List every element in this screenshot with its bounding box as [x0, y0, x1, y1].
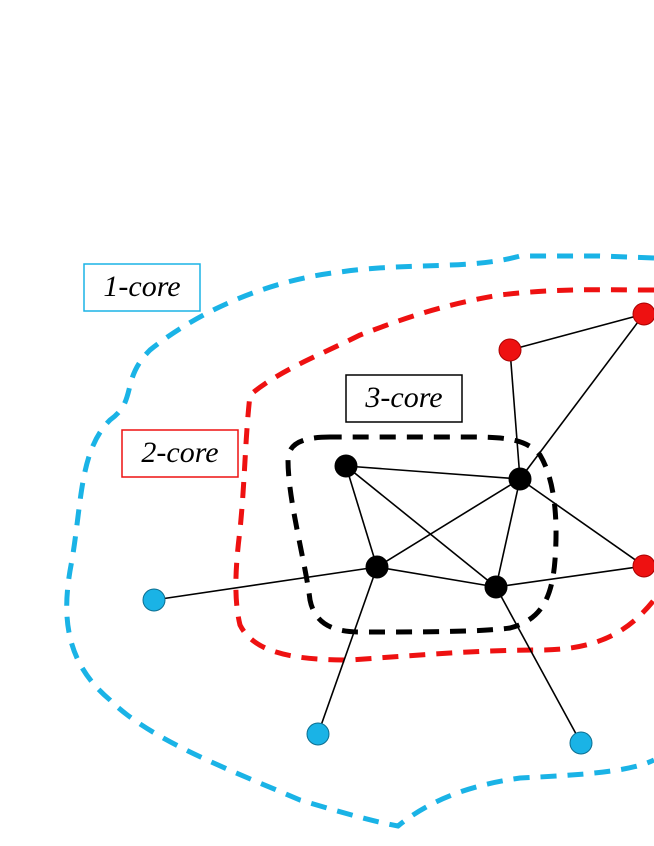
- edge: [153, 566, 378, 601]
- edge: [345, 465, 521, 480]
- edge: [345, 465, 378, 568]
- node-core2: [632, 554, 654, 578]
- label-2-core-box: [121, 429, 239, 478]
- edge: [376, 566, 497, 588]
- core-3-boundary: [285, 434, 559, 635]
- node-core1: [306, 722, 330, 746]
- edge: [495, 586, 582, 744]
- core-1-boundary: [64, 253, 654, 829]
- core-1-nodes: [142, 588, 593, 755]
- edge: [519, 478, 645, 567]
- edge: [495, 478, 521, 588]
- edge: [519, 313, 645, 480]
- edge: [376, 478, 521, 568]
- edge: [509, 313, 645, 351]
- edge: [345, 465, 497, 588]
- node-core2: [632, 302, 654, 326]
- node-core1: [569, 731, 593, 755]
- label-3-core: 3-core: [345, 374, 463, 423]
- node-core3: [508, 467, 532, 491]
- label-3-core-text: 3-core: [364, 381, 442, 414]
- label-3-core-box: [345, 374, 463, 423]
- node-core3: [365, 555, 389, 579]
- label-1-core-box: [83, 263, 201, 312]
- label-2-core-text: 2-core: [141, 436, 218, 469]
- label-1-core-text: 1-core: [103, 270, 180, 303]
- node-core2: [498, 338, 522, 362]
- core-3-nodes: [334, 454, 532, 599]
- edge: [509, 349, 521, 480]
- label-1-core: 1-core: [83, 263, 201, 312]
- node-core1: [142, 588, 166, 612]
- core-2-nodes: [498, 302, 654, 578]
- edge: [317, 566, 378, 735]
- edges: [153, 313, 645, 744]
- core-2-boundary: [233, 287, 654, 663]
- label-2-core: 2-core: [121, 429, 239, 478]
- node-core3: [334, 454, 358, 478]
- edge: [495, 565, 645, 588]
- node-core3: [484, 575, 508, 599]
